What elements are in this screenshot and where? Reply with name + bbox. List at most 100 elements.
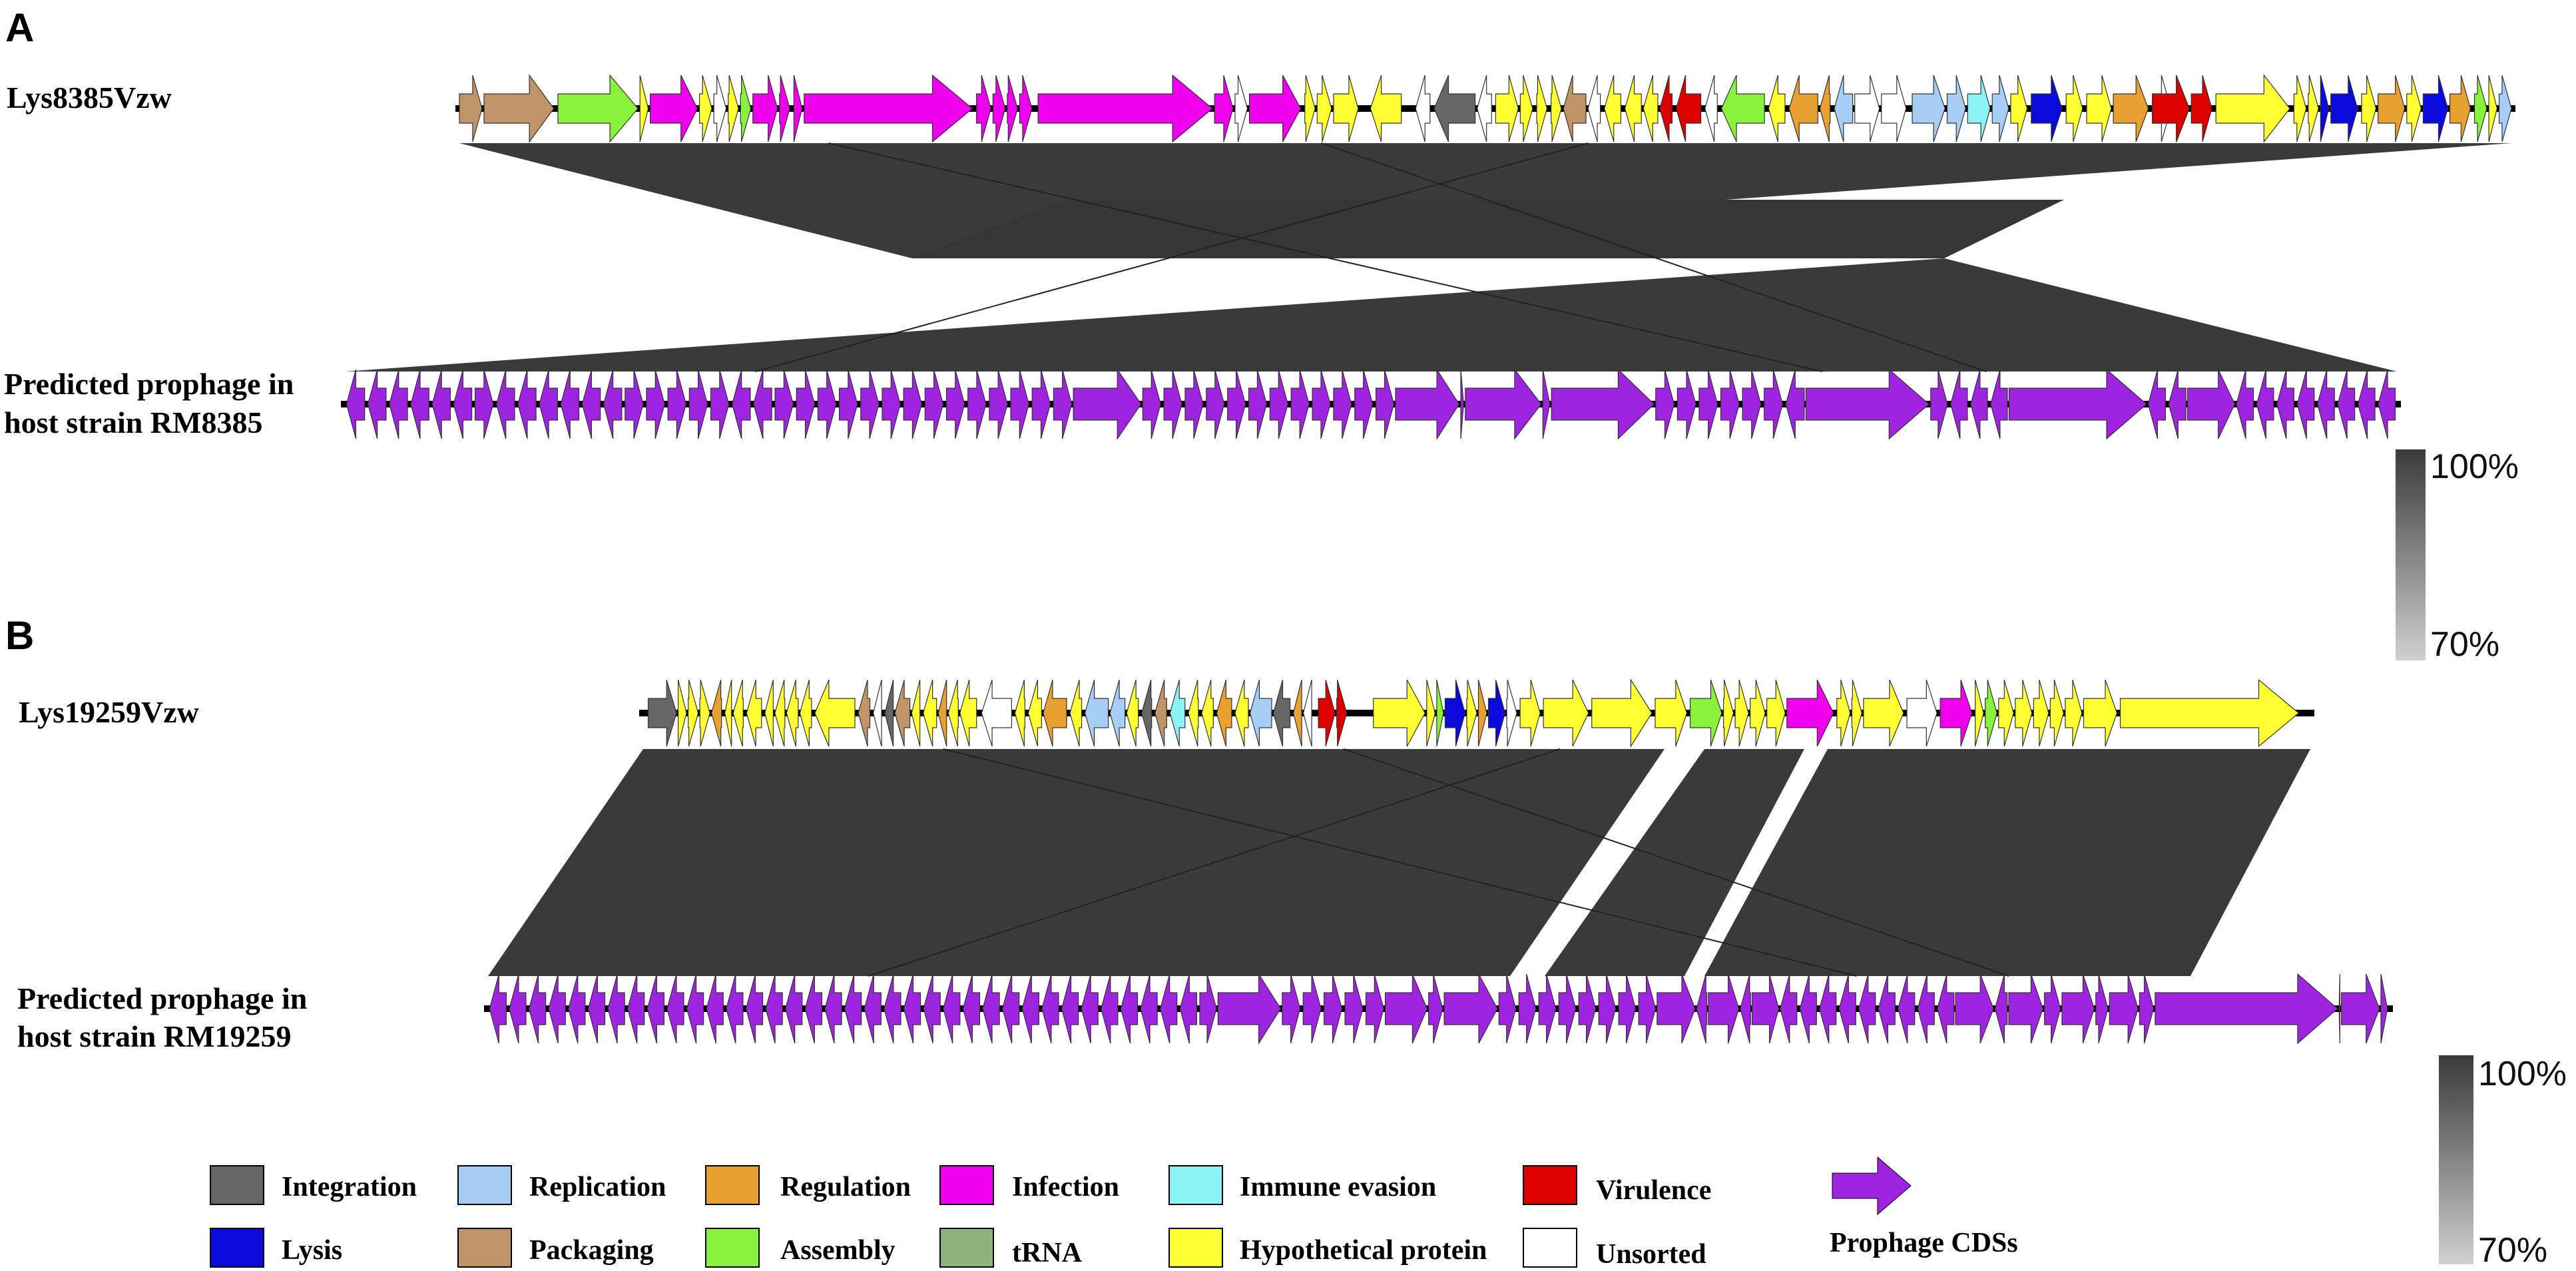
- gene-arrow-hypothetical: [1373, 679, 1426, 747]
- gene-arrow-unsorted: [1881, 75, 1907, 142]
- gene-arrow-prophage-cds: [1994, 973, 2008, 1044]
- function-legend: Integration Replication Regulation Infec…: [210, 1156, 2018, 1270]
- gene-arrow-prophage-cds: [1950, 369, 1968, 439]
- gene-arrow-prophage-cds: [1443, 973, 1498, 1044]
- gene-arrow-infection: [1786, 679, 1834, 747]
- gene-arrow-hypothetical: [2033, 679, 2049, 747]
- gene-arrow-regulation: [711, 679, 722, 747]
- gene-arrow-infection: [992, 75, 1006, 142]
- gene-arrow-replication: [1912, 75, 1946, 142]
- gene-arrow-hypothetical: [1519, 679, 1541, 747]
- panel-a-top-genome-label: Lys8385Vzw: [7, 81, 172, 115]
- legend-swatch-immune-evasion: [1168, 1165, 1223, 1205]
- gene-arrow-prophage-cds: [1805, 368, 1930, 440]
- gene-arrow-prophage-cds: [1428, 973, 1443, 1044]
- gene-arrow-prophage-cds: [989, 369, 1008, 439]
- gene-arrow-regulation: [937, 679, 947, 747]
- gene-arrow-infection: [650, 75, 698, 142]
- homology-link-line: [828, 142, 1823, 372]
- legend-label-replication: Replication: [529, 1172, 666, 1202]
- gene-arrow-prophage-cds: [1917, 973, 1935, 1044]
- scale-gradient-b: [2439, 1055, 2473, 1264]
- gene-arrow-prophage-cds: [1518, 973, 1537, 1044]
- gene-arrow-hypothetical: [2086, 75, 2112, 142]
- gene-arrow-hypothetical: [764, 679, 774, 747]
- gene-arrow-prophage-cds: [410, 369, 429, 439]
- gene-arrow-hypothetical: [2065, 75, 2083, 142]
- gene-arrow-prophage-cds: [666, 973, 684, 1044]
- gene-arrow-prophage-cds: [1312, 369, 1331, 439]
- gene-arrow-hypothetical: [1998, 679, 2014, 747]
- gene-arrow-packaging: [483, 74, 555, 143]
- gene-arrow-prophage-cds: [2044, 973, 2061, 1044]
- gene-arrow-unsorted: [1477, 75, 1492, 142]
- gene-arrow-prophage-cds: [817, 369, 837, 439]
- gene-arrow-prophage-cds: [2061, 973, 2095, 1044]
- gene-arrow-hypothetical: [1304, 75, 1316, 142]
- gene-arrow-prophage-cds: [1002, 973, 1020, 1044]
- gene-arrow-hypothetical: [1975, 679, 1984, 747]
- gene-arrow-packaging: [858, 679, 871, 747]
- panel-b-bottom-genome-label-line2: host strain RM19259: [17, 1019, 291, 1053]
- gene-arrow-prophage-cds: [2317, 369, 2335, 439]
- scale-gradient-a: [2396, 449, 2426, 660]
- panel-a-bottom-genome-map: [341, 368, 2401, 441]
- legend-label-unsorted: Unsorted: [1596, 1239, 1706, 1270]
- gene-arrow-prophage-cds: [1160, 973, 1178, 1044]
- gene-arrow-hypothetical: [1234, 679, 1249, 747]
- gene-arrow-prophage-cds: [1898, 973, 1916, 1044]
- gene-arrow-prophage-cds: [667, 369, 687, 439]
- gene-arrow-prophage-cds: [517, 369, 537, 439]
- gene-arrow-prophage-cds: [1073, 368, 1142, 440]
- gene-arrow-unsorted: [1854, 75, 1880, 142]
- gene-arrow-prophage-cds: [785, 973, 803, 1044]
- gene-arrow-prophage-cds: [509, 973, 527, 1044]
- gene-arrow-hypothetical: [688, 679, 699, 747]
- gene-arrow-prophage-cds: [796, 369, 816, 439]
- panel-b-bottom-genome-label-line1: Predicted prophage in: [17, 981, 307, 1015]
- gene-arrow-virulence: [1336, 679, 1348, 747]
- gene-arrow-prophage-cds: [1655, 369, 1675, 439]
- gene-arrow-prophage-cds: [1937, 973, 1955, 1044]
- panel-b-top-genome-label: Lys19259Vzw: [19, 695, 199, 729]
- gene-arrow-prophage-cds: [804, 973, 823, 1044]
- gene-arrow-prophage-cds: [2236, 369, 2254, 439]
- homology-link-inverted-a2: [345, 258, 2397, 372]
- gene-arrow-prophage-cds: [1041, 973, 1059, 1044]
- gene-arrow-assembly: [1985, 679, 1997, 747]
- legend-swatch-replication: [457, 1165, 512, 1205]
- homology-link-line: [868, 748, 1561, 977]
- gene-arrow-prophage-cds: [962, 973, 981, 1044]
- gene-arrow-unsorted: [1506, 679, 1517, 747]
- gene-arrow-virulence: [2190, 75, 2212, 142]
- gene-arrow-prophage-cds: [1142, 369, 1161, 439]
- gene-arrow-assembly: [1720, 75, 1765, 142]
- homology-link-line: [755, 142, 1589, 372]
- gene-arrow-prophage-cds: [1384, 973, 1428, 1044]
- gene-arrow-hypothetical: [774, 679, 786, 747]
- gene-arrow-hypothetical: [2015, 679, 2033, 747]
- legend-swatch-infection: [939, 1165, 994, 1205]
- gene-arrow-prophage-cds: [688, 369, 708, 439]
- gene-arrow-replication: [1249, 679, 1272, 747]
- gene-arrow-hypothetical: [677, 679, 687, 747]
- legend-swatch-unsorted: [1523, 1228, 1577, 1268]
- panel-a-bottom-genome-label-line1: Predicted prophage in: [4, 367, 294, 401]
- gene-arrow-hypothetical: [1519, 75, 1533, 142]
- gene-arrow-prophage-cds: [474, 369, 494, 439]
- gene-arrow-lysis: [1487, 679, 1506, 747]
- gene-arrow-prophage-cds: [2380, 973, 2388, 1044]
- gene-arrow-prophage-cds: [1838, 973, 1856, 1044]
- gene-arrow-prophage-cds: [1376, 369, 1395, 439]
- gene-arrow-hypothetical: [1624, 75, 1642, 142]
- gene-arrow-unsorted: [1234, 75, 1248, 142]
- gene-arrow-unsorted: [1906, 679, 1937, 747]
- gene-arrow-prophage-cds: [1618, 973, 1637, 1044]
- gene-arrow-prophage-cds: [1010, 369, 1029, 439]
- gene-arrow-prophage-cds: [1354, 369, 1374, 439]
- gene-arrow-prophage-cds: [1858, 973, 1876, 1044]
- gene-arrow-regulation: [1477, 679, 1487, 747]
- gene-arrow-prophage-cds: [1538, 973, 1557, 1044]
- gene-arrow-hypothetical: [2293, 75, 2307, 142]
- panel-b-letter: B: [5, 613, 34, 658]
